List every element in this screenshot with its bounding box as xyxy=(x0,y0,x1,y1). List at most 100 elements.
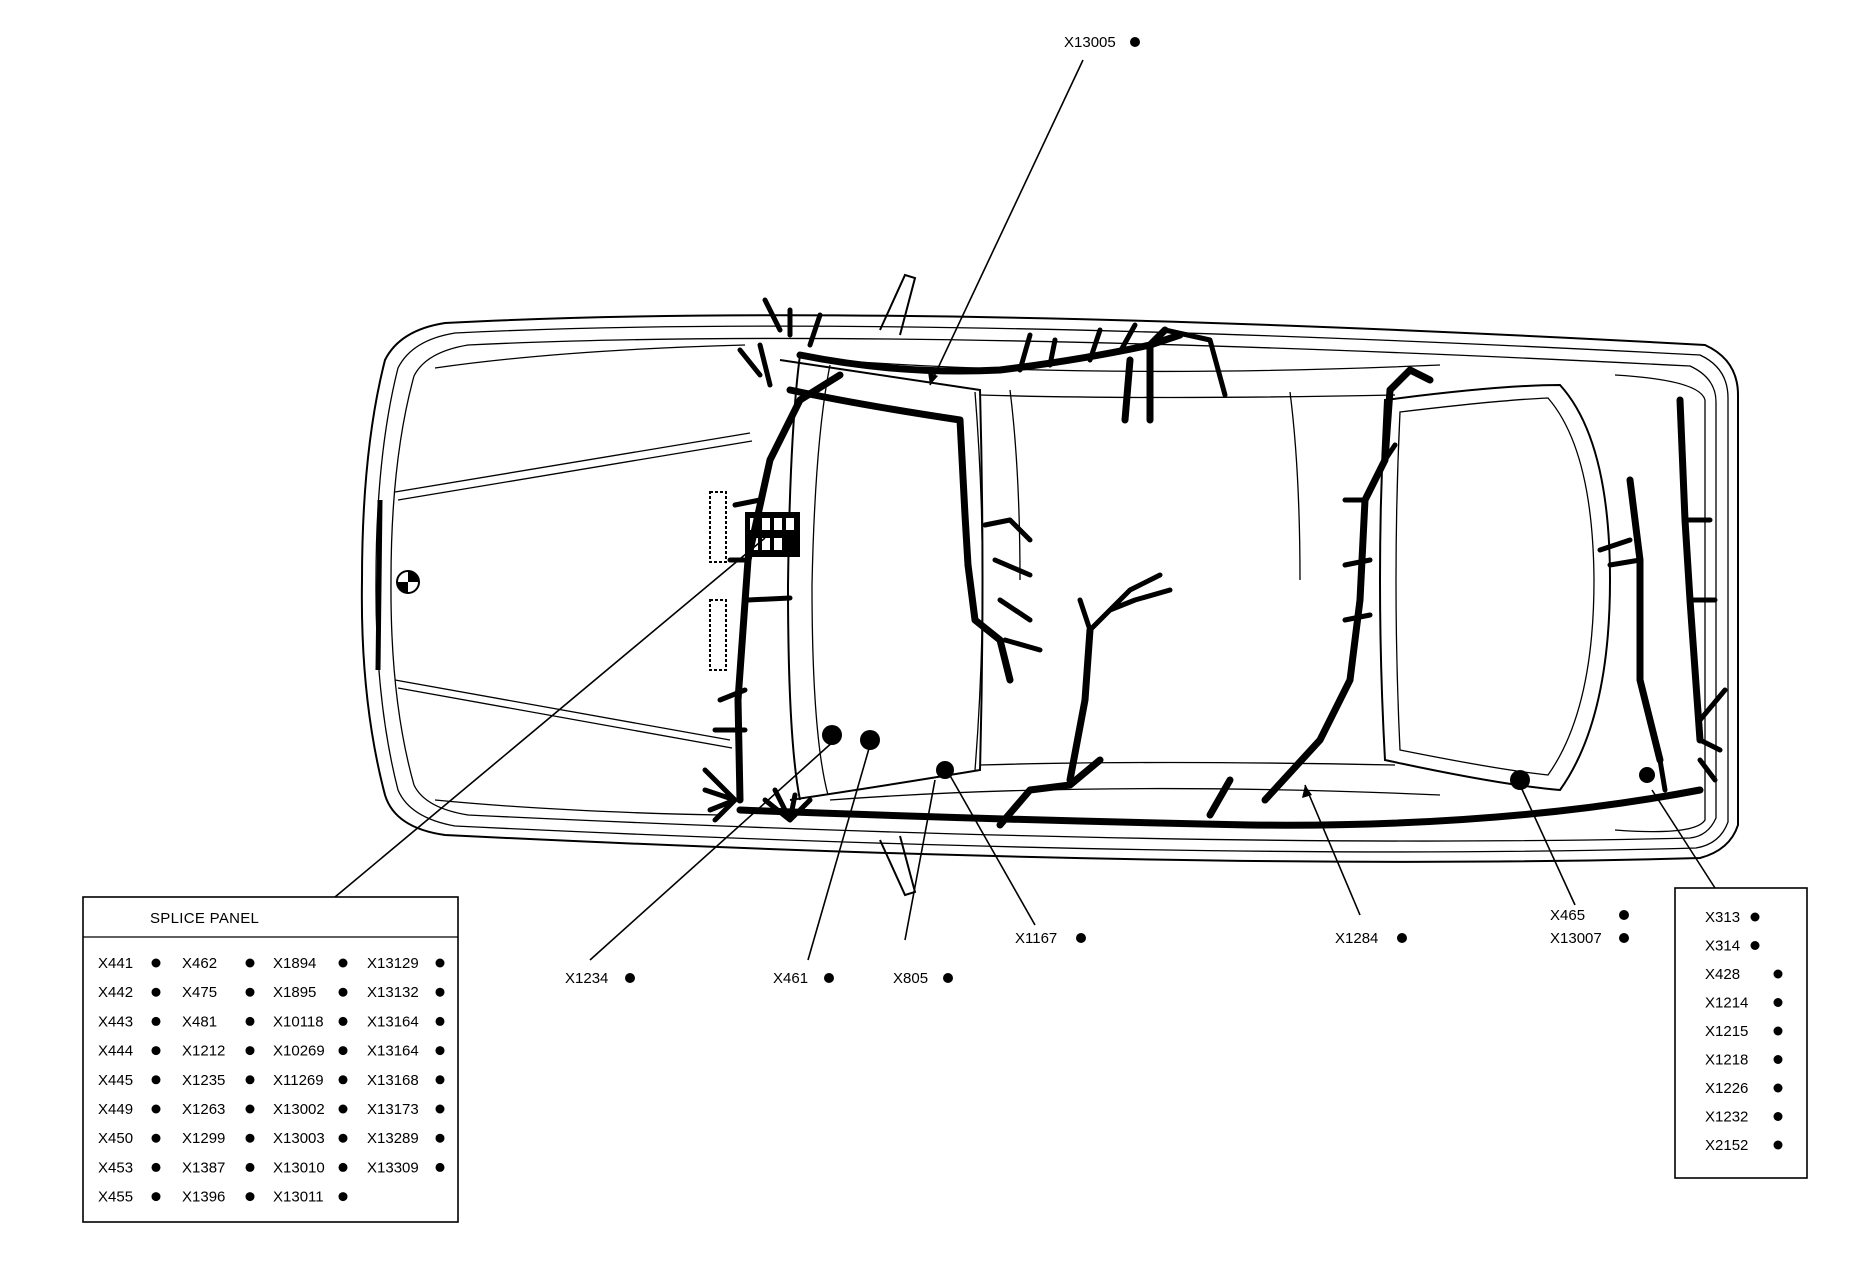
splice-panel-item-label: X13002 xyxy=(273,1101,325,1118)
bullet-icon xyxy=(435,958,445,968)
splice-panel-item-label: X1263 xyxy=(182,1101,225,1118)
bullet-icon xyxy=(338,1104,348,1114)
splice-panel-item-label: X11269 xyxy=(273,1072,324,1089)
callout-x1284: X1284 xyxy=(1335,930,1407,947)
splice-panel-item-label: X13003 xyxy=(273,1130,325,1147)
callout-x461: X461 xyxy=(773,970,834,987)
splice-panel-item: X1895 xyxy=(273,984,348,1001)
splice-panel-title: SPLICE PANEL xyxy=(150,910,259,927)
splice-panel-list: X441X442X443X444X445X449X450X453X455X462… xyxy=(98,955,445,1206)
splice-panel-item-label: X1235 xyxy=(182,1072,225,1089)
splice-panel-item-label: X442 xyxy=(98,984,133,1001)
bullet-icon xyxy=(151,1016,161,1026)
splice-panel: SPLICE PANEL X441X442X443X444X445X449X45… xyxy=(82,896,459,1223)
callout-x465: X465 xyxy=(1550,907,1629,924)
callout-label: X461 xyxy=(773,970,808,987)
callout-label: X13007 xyxy=(1550,930,1602,947)
callout-x13007: X13007 xyxy=(1550,930,1629,947)
splice-panel-item: X1263 xyxy=(182,1101,255,1118)
splice-panel-item: X10269 xyxy=(273,1043,348,1060)
bullet-icon xyxy=(151,1192,161,1202)
bullet-icon xyxy=(435,987,445,997)
connector-panel-item-label: X1226 xyxy=(1705,1080,1748,1097)
bullet-icon xyxy=(1773,1140,1783,1150)
bullet-icon xyxy=(245,1162,255,1172)
callout-label: X1234 xyxy=(565,970,608,987)
callout-x1234: X1234 xyxy=(565,970,635,987)
splice-panel-item: X13309 xyxy=(367,1159,445,1176)
bullet-icon xyxy=(338,987,348,997)
splice-panel-item: X1894 xyxy=(273,955,348,972)
bullet-icon xyxy=(338,1162,348,1172)
bullet-icon xyxy=(245,1016,255,1026)
splice-panel-item-label: X13168 xyxy=(367,1072,419,1089)
bullet-icon xyxy=(338,1075,348,1085)
callout-label: X1284 xyxy=(1335,930,1378,947)
splice-panel-item-label: X1299 xyxy=(182,1130,225,1147)
splice-panel-item: X13129 xyxy=(367,955,445,972)
connector-panel-list: X313X314X428X1214X1215X1218X1226X1232X21… xyxy=(1705,909,1783,1154)
connector-panel-item: X314 xyxy=(1705,938,1760,955)
splice-panel-item: X444 xyxy=(98,1043,161,1060)
splice-panel-item-label: X1894 xyxy=(273,955,316,972)
connector-panel-item-label: X1232 xyxy=(1705,1109,1748,1126)
splice-panel-item: X13003 xyxy=(273,1130,348,1147)
splice-panel-item-label: X13164 xyxy=(367,1043,419,1060)
splice-panel-item-label: X13010 xyxy=(273,1159,325,1176)
bullet-icon xyxy=(338,958,348,968)
bullet-icon xyxy=(151,1075,161,1085)
splice-panel-item: X453 xyxy=(98,1159,161,1176)
splice-panel-item-label: X13011 xyxy=(273,1189,324,1206)
bullet-icon xyxy=(245,958,255,968)
connector-panel-item-label: X313 xyxy=(1705,909,1740,926)
bullet-icon xyxy=(1619,933,1629,943)
bullet-icon xyxy=(1619,910,1629,920)
bullet-icon xyxy=(338,1046,348,1056)
bullet-icon xyxy=(245,1075,255,1085)
splice-panel-item: X449 xyxy=(98,1101,161,1118)
bullet-icon xyxy=(1750,912,1760,922)
bullet-icon xyxy=(245,1046,255,1056)
callout-label: X1167 xyxy=(1015,930,1057,947)
car-body-outline xyxy=(360,273,1739,897)
bullet-icon xyxy=(151,1046,161,1056)
callout-x13005: X13005 xyxy=(1064,34,1140,51)
splice-panel-item-label: X1396 xyxy=(182,1189,225,1206)
bullet-icon xyxy=(151,1133,161,1143)
callout-label: X465 xyxy=(1550,907,1585,924)
splice-panel-item: X441 xyxy=(98,955,161,972)
connector-panel-item-label: X2152 xyxy=(1705,1137,1748,1154)
connector-panel: X313X314X428X1214X1215X1218X1226X1232X21… xyxy=(1674,887,1808,1179)
connector-panel-item-label: X428 xyxy=(1705,966,1740,983)
connector-panel-item: X1215 xyxy=(1705,1023,1783,1040)
leader-lines xyxy=(334,59,1716,961)
bullet-icon xyxy=(1773,1026,1783,1036)
bullet-icon xyxy=(435,1016,445,1026)
bullet-icon xyxy=(1397,933,1407,943)
splice-panel-item: X13173 xyxy=(367,1101,445,1118)
callout-label: X13005 xyxy=(1064,34,1116,51)
splice-panel-item-label: X481 xyxy=(182,1013,217,1030)
splice-panel-item-label: X455 xyxy=(98,1189,133,1206)
callout-x1167: X1167 xyxy=(1015,930,1086,947)
splice-panel-item: X442 xyxy=(98,984,161,1001)
bullet-icon xyxy=(245,987,255,997)
bullet-icon xyxy=(1773,998,1783,1007)
bullet-icon xyxy=(338,1133,348,1143)
connector-panel-item: X1232 xyxy=(1705,1109,1783,1126)
connector-panel-item: X1218 xyxy=(1705,1052,1783,1069)
bullet-icon xyxy=(435,1104,445,1114)
splice-panel-item-label: X1895 xyxy=(273,984,316,1001)
splice-panel-item-label: X449 xyxy=(98,1101,133,1118)
callout-labels: X13005 X1234 X461 X805 X1167 X1284 X465 xyxy=(565,34,1629,987)
bullet-icon xyxy=(151,958,161,968)
splice-panel-item-label: X443 xyxy=(98,1013,133,1030)
splice-panel-item: X445 xyxy=(98,1072,161,1089)
splice-panel-item: X1387 xyxy=(182,1159,255,1176)
splice-panel-item: X13164 xyxy=(367,1013,445,1030)
splice-panel-item: X13011 xyxy=(273,1189,348,1206)
bullet-icon xyxy=(824,973,834,983)
splice-panel-item-label: X475 xyxy=(182,984,217,1001)
cowl-vent xyxy=(709,491,727,671)
bullet-icon xyxy=(1773,1112,1783,1121)
